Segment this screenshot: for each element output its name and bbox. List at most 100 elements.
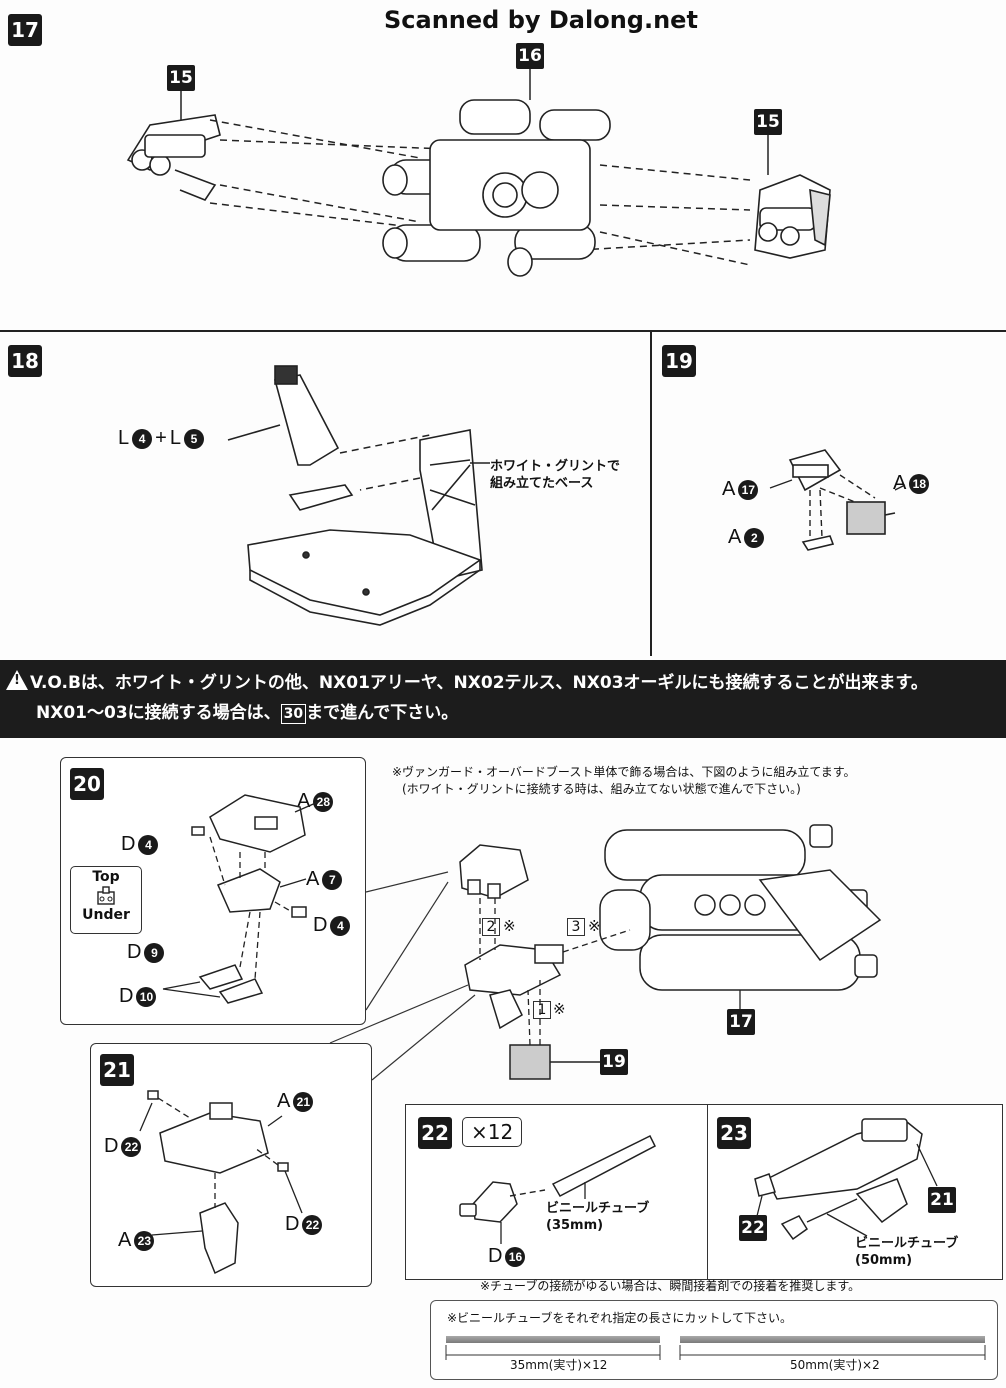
part-number: 10	[136, 986, 157, 1007]
step-21-part-a23: A 23	[118, 1229, 155, 1252]
step-22-quantity: ×12	[462, 1117, 523, 1147]
sequence-step-3: 3	[567, 918, 585, 936]
sequence-step-1: 1	[533, 1001, 551, 1019]
step-18-parts-label: L 4 + L 5	[118, 427, 204, 450]
divider-17	[0, 330, 1006, 332]
part-prefix: L	[118, 427, 130, 449]
step-19-badge: 19	[662, 345, 696, 377]
cut-guide-title: ※ビニールチューブをそれぞれ指定の長さにカットして下さい。	[447, 1311, 792, 1325]
step-22-part-d16: D 16	[488, 1245, 526, 1268]
part-number: 7	[322, 869, 343, 890]
step-17-illustration	[126, 69, 831, 277]
part-prefix: D	[127, 941, 142, 963]
step-20-part-d10: D 10	[119, 985, 157, 1008]
step-23-illustration	[754, 1118, 938, 1241]
base-note-line2: 組み立てたベース	[490, 476, 594, 491]
banner-line2-pre: NX01〜03に接続する場合は、	[36, 703, 281, 723]
step-17-ref-left: 15	[167, 65, 195, 91]
base-note-line1: ホワイト・グリントで	[490, 459, 621, 474]
step-18-badge: 18	[8, 345, 42, 377]
step-19-part-a2: A 2	[728, 526, 765, 549]
sequence-step-1-mark: ※	[553, 1000, 566, 1018]
banner-line1: V.O.Bは、ホワイト・グリントの他、NX01アリーヤ、NX02テルス、NX03…	[6, 668, 1000, 698]
part-prefix: D	[119, 985, 134, 1007]
tube-length-text: (35mm)	[546, 1218, 604, 1233]
tube-length-text: (50mm)	[855, 1253, 913, 1268]
part-prefix: A	[277, 1090, 291, 1112]
part-number: 22	[302, 1214, 323, 1235]
part-number: 21	[293, 1091, 314, 1112]
watermark: Scanned by Dalong.net	[384, 6, 698, 34]
legend-under: Under	[82, 907, 130, 923]
step-23-ref-22: 22	[739, 1215, 767, 1241]
legend-top: Top	[92, 869, 120, 885]
part-number: 17	[738, 479, 759, 500]
step-23-tube-label: ビニールチューブ (50mm)	[855, 1235, 958, 1269]
ref-17: 17	[727, 1009, 755, 1035]
part-prefix: A	[893, 472, 907, 494]
assembly-note-line2: (ホワイト・グリントに接続する時は、組み立てない状態で進んで下さい。)	[402, 782, 801, 796]
tube-label-text: ビニールチューブ	[855, 1236, 959, 1251]
part-prefix: D	[285, 1213, 300, 1235]
step-23-ref-21: 21	[928, 1187, 956, 1213]
step-21-part-d22-right: D 22	[285, 1213, 323, 1236]
ref-19: 19	[600, 1049, 628, 1075]
step-19-illustration	[769, 449, 906, 551]
step-18-illustration	[227, 365, 490, 626]
step-18-base-note: ホワイト・グリントで 組み立てたベース	[490, 458, 620, 492]
part-number: 4	[132, 428, 153, 449]
tube-label-text: ビニールチューブ	[546, 1201, 650, 1216]
part-number: 23	[134, 1230, 155, 1251]
step-20-illustration	[162, 794, 319, 1004]
part-prefix: A	[722, 478, 736, 500]
part-prefix: D	[488, 1245, 503, 1267]
part-number: 4	[330, 915, 351, 936]
banner-line1-text: V.O.Bは、ホワイト・グリントの他、NX01アリーヤ、NX02テルス、NX03…	[30, 673, 928, 693]
step-20-badge: 20	[70, 768, 104, 800]
step-23-badge: 23	[717, 1117, 751, 1149]
step-19-part-a18: A 18	[893, 472, 930, 495]
part-prefix: A	[306, 868, 320, 890]
tube-35mm-bar	[446, 1336, 660, 1343]
assembly-note: ※ヴァンガード・オーバードブースト単体で飾る場合は、下図のように組み立てます。 …	[392, 764, 856, 798]
step-21-illustration	[139, 1090, 303, 1275]
part-number: 18	[909, 473, 930, 494]
tube-35mm-label: 35mm(実寸)×12	[510, 1358, 608, 1372]
assembly-note-line1: ※ヴァンガード・オーバードブースト単体で飾る場合は、下図のように組み立てます。	[392, 765, 856, 779]
tube-50mm-bar	[680, 1336, 985, 1343]
step-22-badge: 22	[418, 1117, 452, 1149]
part-prefix: A	[118, 1229, 132, 1251]
part-number: 28	[313, 791, 334, 812]
part-number: 16	[505, 1246, 526, 1267]
part-number: 4	[138, 834, 159, 855]
step-21-part-a21: A 21	[277, 1090, 314, 1113]
divider-18-19	[650, 330, 652, 656]
step-17-badge: 17	[8, 14, 42, 46]
step-17-ref-right: 15	[754, 109, 782, 135]
part-prefix: A	[728, 526, 742, 548]
part-number: 5	[183, 428, 204, 449]
step-21-badge: 21	[100, 1054, 134, 1086]
part-prefix: D	[121, 833, 136, 855]
step-19-part-a17: A 17	[722, 478, 759, 501]
step-20-part-d4-right: D 4	[313, 914, 351, 937]
step-20-part-d9: D 9	[127, 941, 165, 964]
sequence-step-2-mark: ※	[503, 917, 516, 935]
step-20-part-d4-top: D 4	[121, 833, 159, 856]
warning-icon	[6, 670, 28, 690]
part-prefix: D	[104, 1135, 119, 1157]
top-under-legend: Top Under	[70, 866, 142, 934]
step-20-part-a7: A 7	[306, 868, 343, 891]
sequence-step-3-mark: ※	[588, 917, 601, 935]
plus-sign: +	[155, 427, 167, 449]
legend-orientation-icon	[71, 885, 141, 907]
banner-step-ref: 30	[280, 704, 307, 724]
step-22-panel	[405, 1104, 707, 1280]
part-prefix: L	[169, 427, 181, 449]
step-17-ref-center: 16	[516, 43, 544, 69]
glue-note: ※チューブの接続がゆるい場合は、瞬間接着剤での接着を推奨します。	[480, 1279, 861, 1293]
